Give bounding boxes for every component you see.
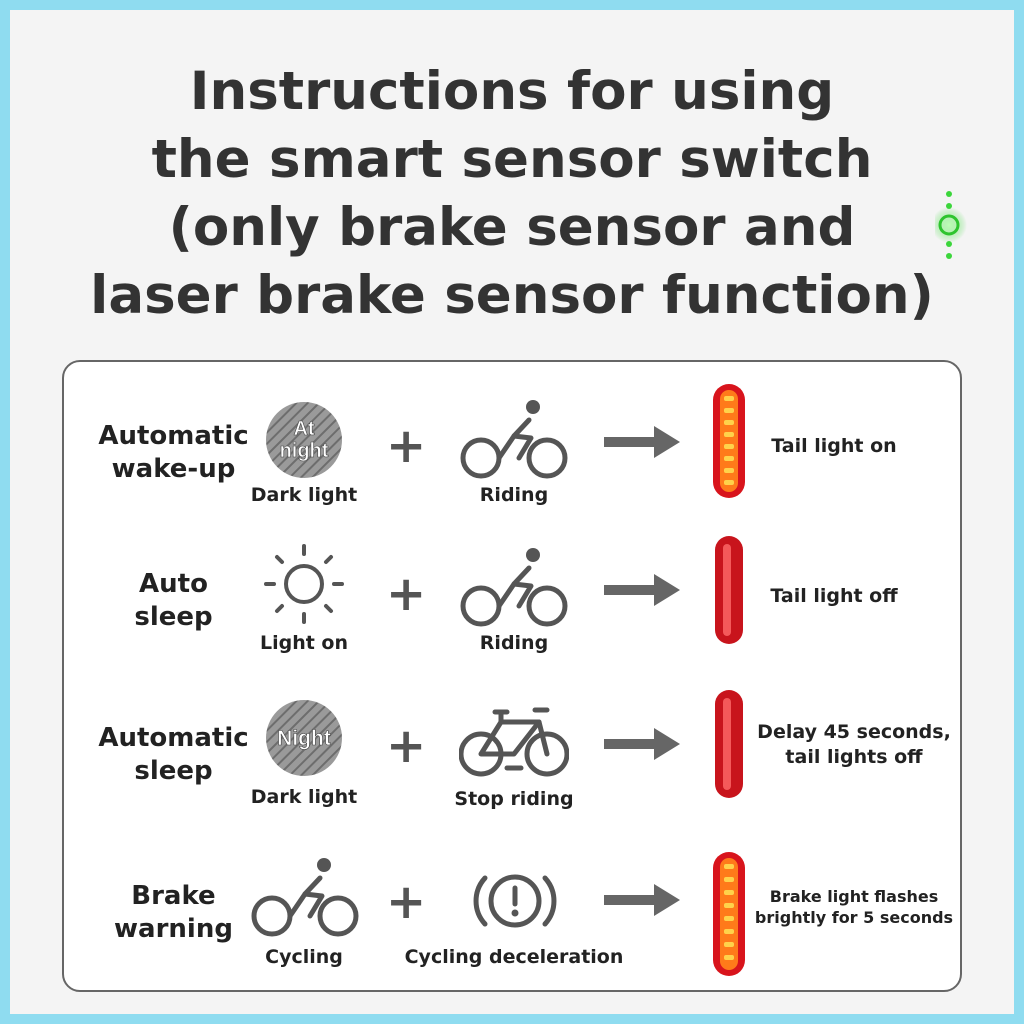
mode-row-automatic-wake-up: Automatic wake-up At night Dark light + bbox=[64, 380, 960, 530]
instructions-panel: Automatic wake-up At night Dark light + bbox=[62, 360, 962, 992]
night-circle-icon: Night bbox=[266, 700, 342, 776]
mode-row-auto-sleep: Auto sleep Light on + bbox=[64, 530, 960, 680]
cyclist-icon bbox=[251, 858, 359, 937]
condition-caption: Dark light bbox=[250, 484, 358, 506]
condition-caption: Cycling bbox=[265, 946, 343, 968]
mode-row-brake-warning: Brake warning Cycling + bbox=[64, 836, 960, 986]
result-text: Tail light off bbox=[770, 585, 898, 607]
plus-sign: + bbox=[386, 566, 427, 622]
result-text: Tail light on bbox=[771, 435, 897, 457]
title-line: laser brake sensor function) bbox=[90, 265, 934, 326]
infographic-frame: Instructions for using the smart sensor … bbox=[10, 10, 1014, 1014]
tail-light-off-icon bbox=[715, 690, 743, 798]
condition-caption: Light on bbox=[259, 632, 349, 654]
arrow-right-icon bbox=[604, 884, 680, 916]
mode-label: Automatic sleep bbox=[98, 723, 249, 786]
plus-sign: + bbox=[386, 418, 427, 474]
condition-caption: Dark light bbox=[250, 786, 358, 808]
bicycle-icon bbox=[459, 707, 569, 777]
tail-light-on-icon bbox=[713, 852, 745, 976]
activity-caption: Riding bbox=[479, 632, 549, 654]
activity-caption: Stop riding bbox=[454, 788, 574, 810]
result-text: Brake light flashes brightly for 5 secon… bbox=[754, 887, 954, 927]
mode-label: Automatic wake-up bbox=[98, 421, 249, 484]
title-line: the smart sensor switch bbox=[151, 129, 873, 190]
mode-row-automatic-sleep: Automatic sleep Night Dark light + bbox=[64, 684, 960, 834]
night-icon-text: At bbox=[293, 418, 314, 440]
brake-warning-icon bbox=[473, 874, 557, 928]
arrow-right-icon bbox=[604, 728, 680, 760]
arrow-right-icon bbox=[604, 426, 680, 458]
night-icon-text: Night bbox=[277, 727, 331, 750]
night-circle-icon: At night bbox=[266, 402, 342, 478]
sun-icon bbox=[264, 544, 344, 624]
title-line: (only brake sensor and bbox=[168, 197, 856, 258]
mode-label: Brake warning bbox=[114, 881, 233, 944]
activity-caption: Cycling deceleration bbox=[404, 946, 624, 968]
tail-light-off-icon bbox=[715, 536, 743, 644]
mode-label: Auto sleep bbox=[134, 569, 213, 632]
plus-sign: + bbox=[386, 718, 427, 774]
arrow-right-icon bbox=[604, 574, 680, 606]
tail-light-on-icon bbox=[713, 384, 745, 498]
cyclist-icon bbox=[460, 400, 568, 479]
plus-sign: + bbox=[386, 874, 427, 930]
sensor-indicator-icon bbox=[935, 191, 967, 259]
result-text: Delay 45 seconds, tail lights off bbox=[757, 721, 951, 768]
night-icon-text: night bbox=[280, 440, 329, 462]
activity-caption: Riding bbox=[479, 484, 549, 506]
page-title: Instructions for using the smart sensor … bbox=[10, 58, 1014, 330]
cyclist-icon bbox=[460, 548, 568, 627]
title-line: Instructions for using bbox=[189, 61, 835, 122]
